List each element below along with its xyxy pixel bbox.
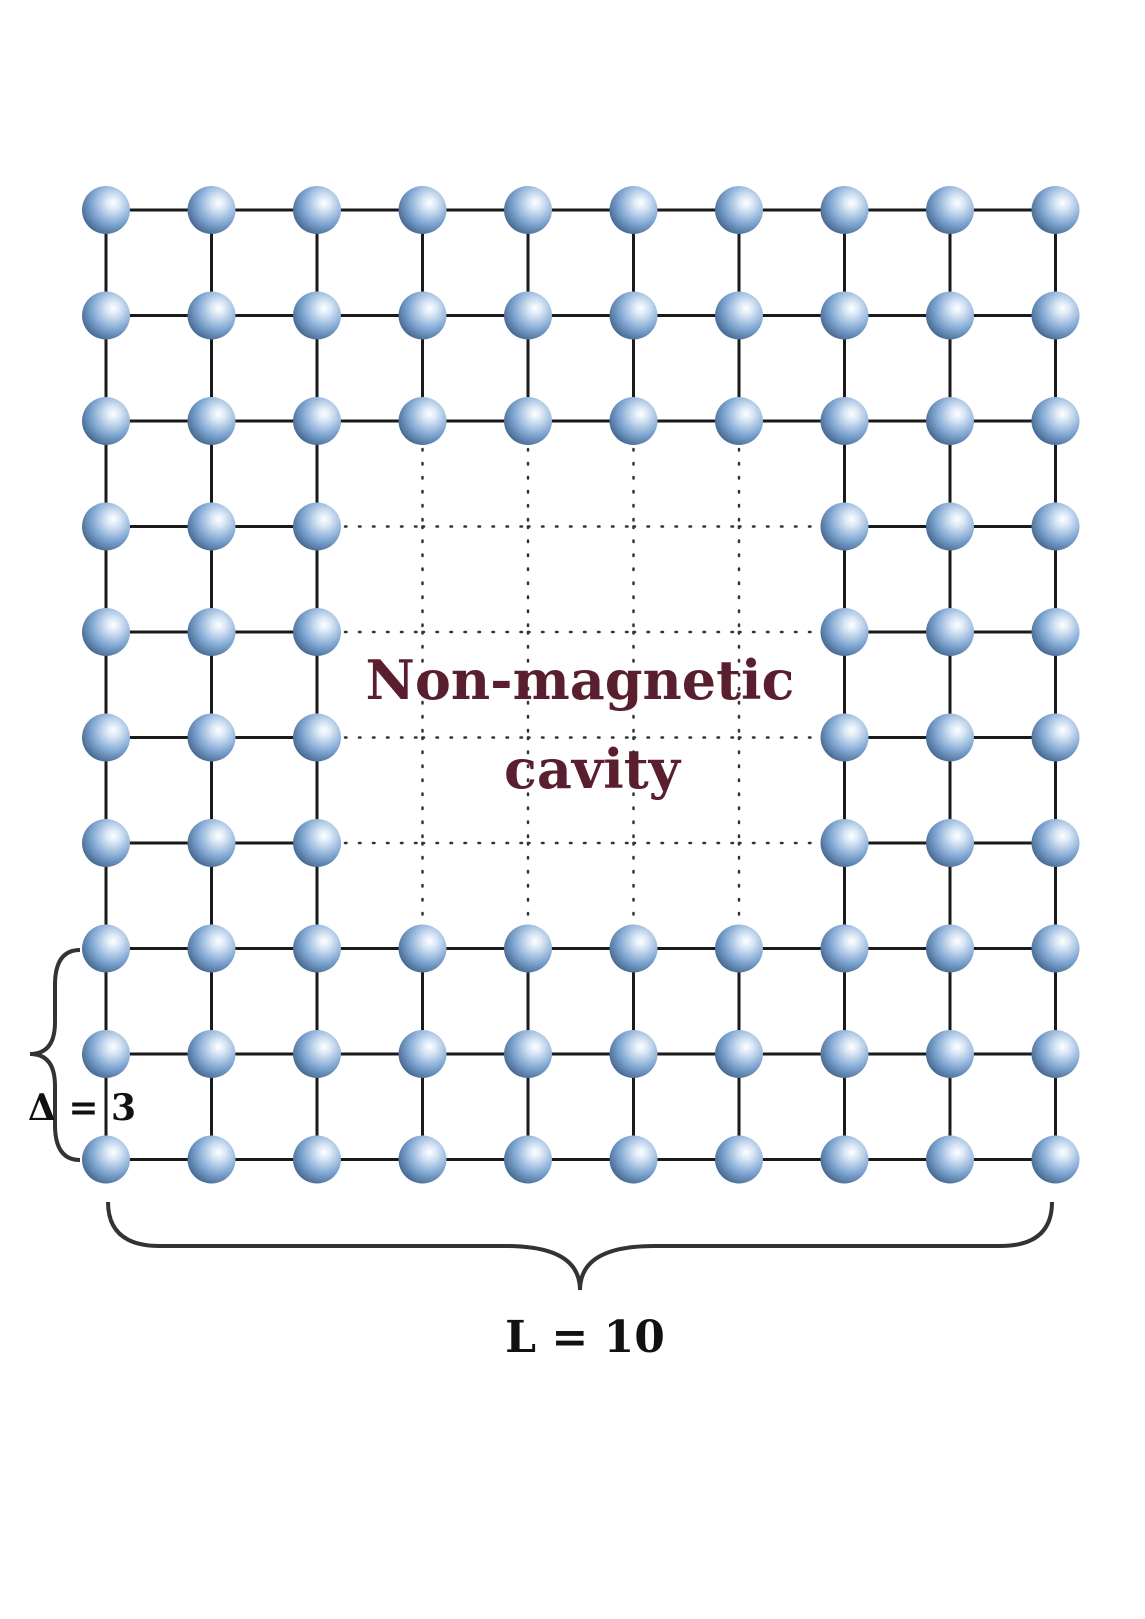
atom (187, 397, 236, 445)
atom (187, 608, 236, 656)
atom (82, 819, 130, 867)
atom (82, 1135, 130, 1184)
atom (187, 713, 236, 762)
delta-label: Δ = 3 (28, 1087, 136, 1129)
atom (293, 924, 341, 973)
atom (820, 713, 869, 762)
atom (504, 1135, 552, 1184)
atom (293, 397, 341, 445)
atom (820, 608, 869, 656)
atom (82, 608, 130, 656)
atom (82, 1030, 130, 1078)
atom (609, 924, 658, 973)
atom (187, 1030, 236, 1078)
atom (609, 397, 658, 445)
atom (926, 713, 974, 762)
atom (398, 1030, 447, 1078)
atom (293, 1030, 341, 1078)
atom (609, 1135, 658, 1184)
atom (293, 608, 341, 656)
atom (1031, 713, 1080, 762)
atom (187, 502, 236, 551)
atom (609, 1030, 658, 1078)
atom (1031, 291, 1080, 340)
atom (82, 924, 130, 973)
atom (820, 291, 869, 340)
delta-brace (29, 948, 81, 1162)
atom (398, 291, 447, 340)
atom (398, 924, 447, 973)
cavity-label-line2: cavity (504, 737, 682, 801)
atom (504, 1030, 552, 1078)
atom (82, 186, 130, 234)
lattice-atoms (82, 186, 1080, 1184)
atom (609, 291, 658, 340)
atom (293, 502, 341, 551)
atom (1031, 608, 1080, 656)
atom (1031, 819, 1080, 867)
atom (504, 186, 552, 234)
atom (398, 397, 447, 445)
atom (820, 502, 869, 551)
atom (820, 1030, 869, 1078)
atom (926, 1135, 974, 1184)
atom (820, 1135, 869, 1184)
atom (82, 291, 130, 340)
cavity-label-line1: Non-magnetic (366, 648, 795, 712)
atom (293, 819, 341, 867)
atom (926, 608, 974, 656)
atom (187, 819, 236, 867)
atom (504, 291, 552, 340)
atom (715, 186, 763, 234)
atom (926, 819, 974, 867)
atom (82, 713, 130, 762)
atom (715, 924, 763, 973)
atom (926, 397, 974, 445)
atom (293, 713, 341, 762)
atom (82, 502, 130, 551)
atom (398, 186, 447, 234)
atom (820, 924, 869, 973)
atom (926, 291, 974, 340)
atom (1031, 1030, 1080, 1078)
atom (820, 397, 869, 445)
atom (926, 1030, 974, 1078)
atom (926, 924, 974, 973)
atom (1031, 502, 1080, 551)
atom (187, 186, 236, 234)
atom (715, 397, 763, 445)
length-brace (106, 1201, 1054, 1291)
atom (293, 1135, 341, 1184)
atom (82, 397, 130, 445)
atom (504, 924, 552, 973)
atom (187, 291, 236, 340)
atom (715, 1135, 763, 1184)
atom (293, 186, 341, 234)
atom (1031, 1135, 1080, 1184)
atom (293, 291, 341, 340)
atom (609, 186, 658, 234)
atom (1031, 924, 1080, 973)
atom (398, 1135, 447, 1184)
atom (187, 924, 236, 973)
atom (1031, 397, 1080, 445)
atom (504, 397, 552, 445)
atom (926, 502, 974, 551)
atom (1031, 186, 1080, 234)
atom (820, 819, 869, 867)
atom (715, 1030, 763, 1078)
length-label: L = 10 (505, 1312, 665, 1363)
atom (715, 291, 763, 340)
atom (926, 186, 974, 234)
atom (820, 186, 869, 234)
atom (187, 1135, 236, 1184)
